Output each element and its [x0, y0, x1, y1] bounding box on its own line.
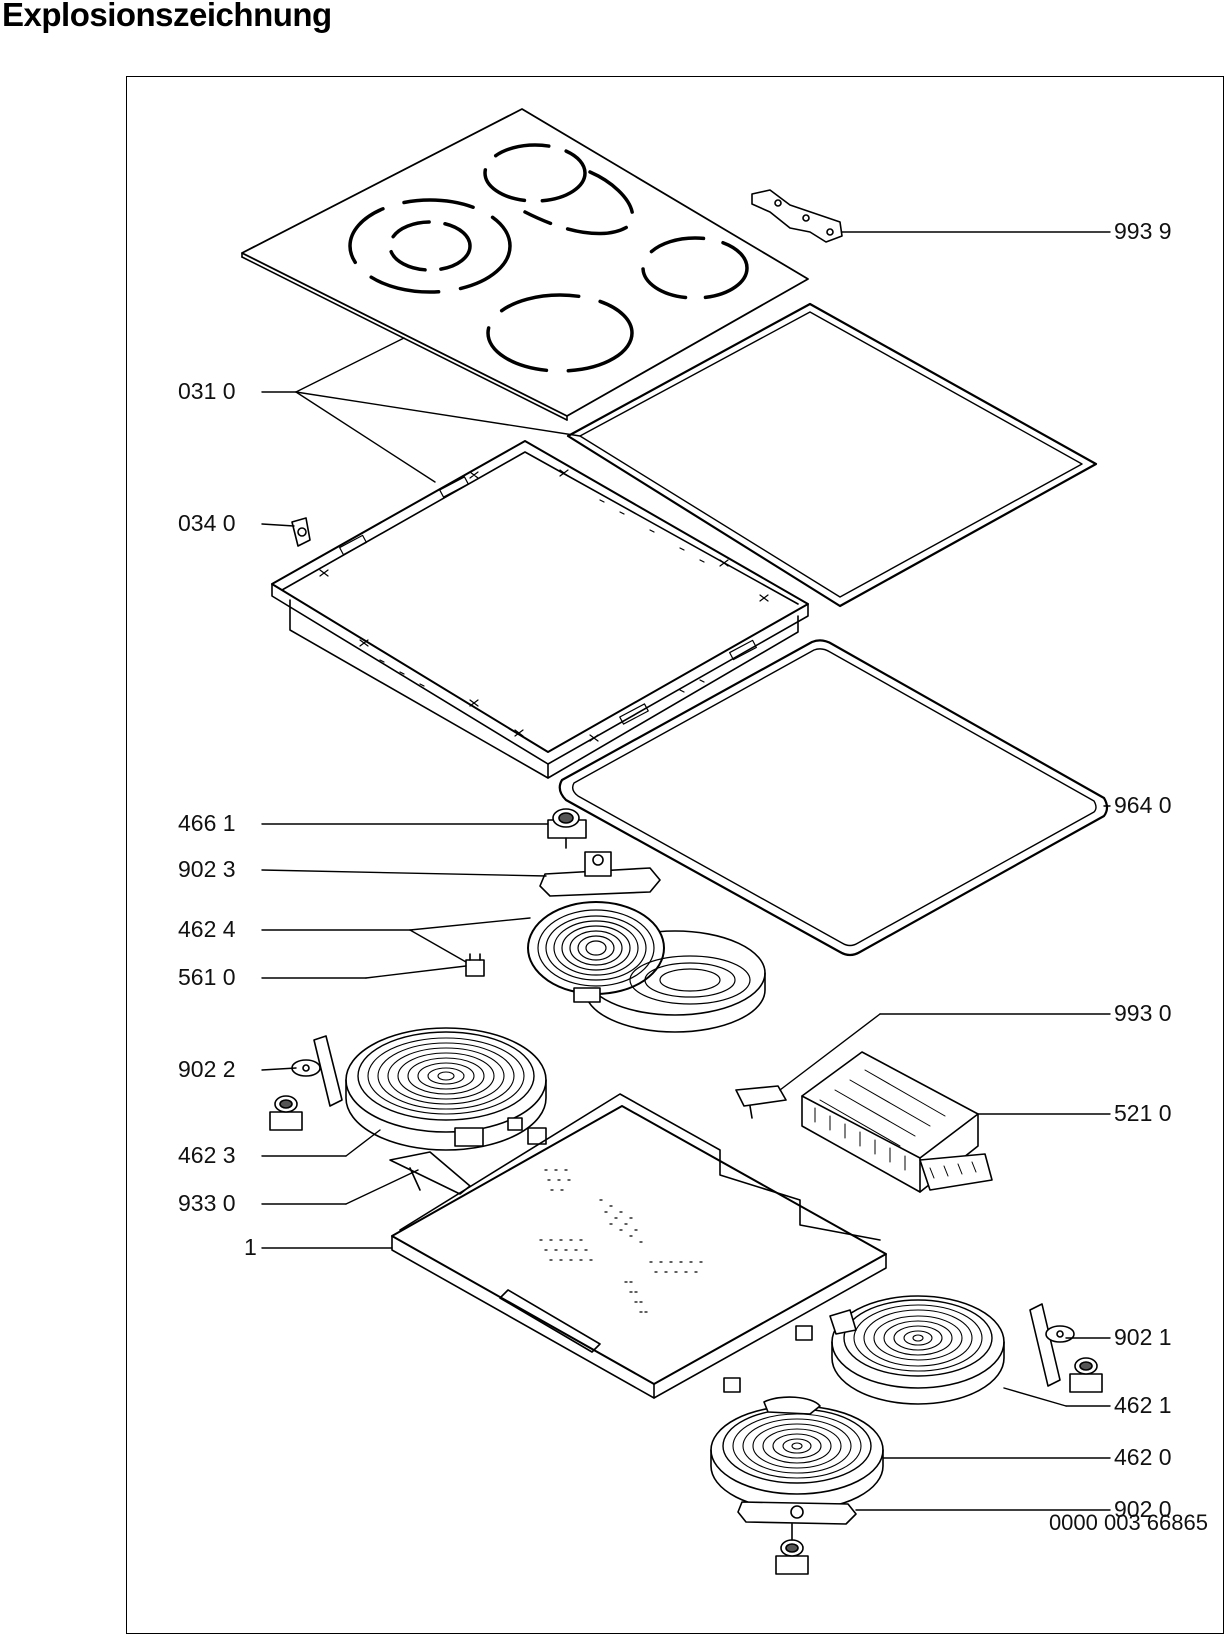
clip-933-0 [389, 1151, 471, 1195]
drawing-frame [126, 76, 1224, 1634]
label-1: 1 [244, 1234, 257, 1260]
label-034-0: 034 0 [178, 510, 236, 536]
connector-small [507, 1117, 547, 1145]
page-title: Explosionszeichnung [2, 0, 332, 33]
label-462-0: 462 0 [1114, 1444, 1172, 1470]
label-993-0: 993 0 [1114, 1000, 1172, 1026]
glass-ceramic-top [241, 108, 809, 421]
label-902-3: 902 3 [178, 856, 236, 882]
label-933-0: 933 0 [178, 1190, 236, 1216]
base-tray [391, 1093, 887, 1399]
document-number: 0000 003 66865 [1048, 1510, 1208, 1535]
label-466-1: 466 1 [178, 810, 236, 836]
bracket-902-0 [737, 1501, 857, 1575]
connector-561-0 [465, 953, 485, 977]
label-521-0: 521 0 [1114, 1100, 1172, 1126]
cooktop-frame [271, 440, 809, 779]
radiant-heater-462-1 [795, 1295, 1005, 1405]
lower-gasket [558, 639, 1109, 957]
terminal-993-0 [735, 1085, 787, 1119]
label-902-0: 902 0 [1114, 1496, 1172, 1522]
bracket-902-1 [1029, 1303, 1103, 1393]
label-993-9: 993 9 [1114, 218, 1172, 244]
upper-frame-gasket [566, 302, 1098, 608]
leader-lines [261, 231, 1111, 1511]
radiant-heater-462-3 [345, 1027, 547, 1151]
label-902-2: 902 2 [178, 1056, 236, 1082]
label-462-1: 462 1 [1114, 1392, 1172, 1418]
label-462-4: 462 4 [178, 916, 236, 942]
label-964-0: 964 0 [1114, 792, 1172, 818]
label-561-0: 561 0 [178, 964, 236, 990]
label-031-0: 031 0 [178, 378, 236, 404]
control-unit [801, 1051, 993, 1193]
dual-circuit-heater [527, 901, 766, 1033]
seal-strip-part [751, 189, 843, 243]
radiant-heater-462-0 [710, 1377, 884, 1511]
label-462-3: 462 3 [178, 1142, 236, 1168]
bracket-902-3 [539, 851, 661, 897]
temperature-limiter-466-1 [547, 808, 587, 849]
bracket-902-2 [269, 1035, 343, 1131]
label-902-1: 902 1 [1114, 1324, 1172, 1350]
clip-part [291, 517, 311, 547]
